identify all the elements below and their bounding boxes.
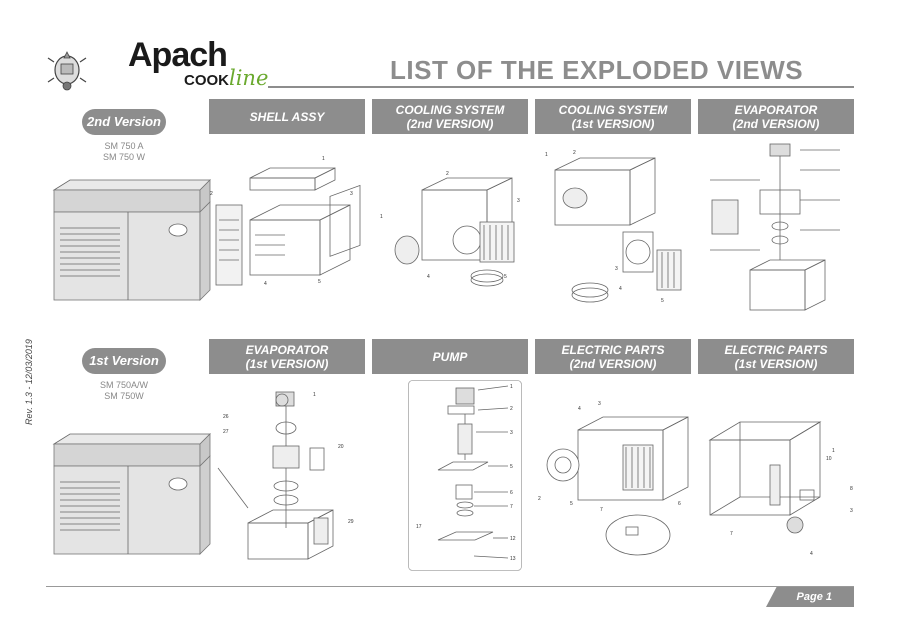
machine-image-1st (50, 432, 211, 563)
svg-text:3: 3 (615, 266, 618, 272)
svg-text:3: 3 (350, 191, 353, 197)
page-title: LIST OF THE EXPLODED VIEWS (390, 55, 804, 85)
evaporator-v2-drawing[interactable] (700, 140, 856, 335)
svg-text:5: 5 (504, 274, 507, 280)
section-cooling-v1[interactable]: COOLING SYSTEM (1st VERSION) (535, 99, 691, 134)
model-2nd-b: SM 750 W (102, 152, 145, 162)
svg-text:10: 10 (826, 456, 832, 462)
machine-image-2nd (50, 178, 211, 309)
section-cooling-v2[interactable]: COOLING SYSTEM (2nd VERSION) (372, 99, 528, 134)
svg-text:6: 6 (510, 490, 513, 496)
revision-label: Rev. 1.3 - 12/03/2019 (24, 339, 34, 425)
electric-v2-drawing[interactable]: 4 3 2 5 7 6 (538, 395, 694, 570)
svg-text:3: 3 (598, 401, 601, 407)
svg-text:5: 5 (318, 279, 321, 285)
svg-text:20: 20 (338, 444, 344, 450)
svg-text:7: 7 (600, 507, 603, 513)
svg-text:13: 13 (510, 556, 516, 562)
svg-text:12: 12 (510, 536, 516, 542)
svg-text:5: 5 (570, 501, 573, 507)
svg-text:4: 4 (264, 281, 267, 287)
svg-text:3: 3 (850, 508, 853, 514)
brand-logo-icon (44, 46, 90, 92)
section-shell-assy[interactable]: SHELL ASSY (209, 99, 365, 134)
svg-text:1: 1 (545, 152, 548, 158)
brand-name: Apach (128, 36, 228, 74)
page-number: Page 1 (766, 587, 854, 607)
svg-text:7: 7 (510, 504, 513, 510)
cooling-v1-drawing[interactable]: 1 2 3 4 5 (535, 150, 695, 325)
svg-text:2: 2 (538, 496, 541, 502)
svg-text:17: 17 (416, 524, 422, 530)
shell-assy-drawing[interactable]: 1 2 3 4 5 (210, 150, 370, 295)
svg-text:5: 5 (661, 298, 664, 304)
svg-text:4: 4 (810, 551, 813, 557)
model-1st-a: SM 750A/W (99, 380, 148, 390)
svg-text:4: 4 (578, 406, 581, 412)
evaporator-v1-drawing[interactable]: 26 27 1 20 29 (217, 388, 368, 573)
svg-text:6: 6 (678, 501, 681, 507)
svg-text:4: 4 (427, 274, 430, 280)
svg-text:26: 26 (223, 414, 229, 420)
section-pump[interactable]: PUMP (372, 339, 528, 374)
svg-text:7: 7 (730, 531, 733, 537)
version-badge-1st: 1st Version (82, 348, 166, 374)
version-badge-2nd: 2nd Version (82, 109, 166, 135)
svg-text:5: 5 (510, 464, 513, 470)
svg-text:1: 1 (832, 448, 835, 454)
svg-text:3: 3 (510, 430, 513, 436)
model-1st-b: SM 750W (104, 391, 144, 401)
svg-text:2: 2 (446, 171, 449, 177)
footer-divider (46, 586, 854, 587)
cooling-v2-drawing[interactable]: 1 2 3 4 5 (372, 150, 532, 295)
section-electric-v1[interactable]: ELECTRIC PARTS (1st VERSION) (698, 339, 854, 374)
svg-text:1: 1 (510, 384, 513, 390)
title-divider (268, 86, 854, 88)
svg-text:2: 2 (573, 150, 576, 156)
section-evaporator-v1[interactable]: EVAPORATOR (1st VERSION) (209, 339, 365, 374)
section-evaporator-v2[interactable]: EVAPORATOR (2nd VERSION) (698, 99, 854, 134)
svg-text:4: 4 (619, 286, 622, 292)
brand-cook: COOK (184, 72, 229, 89)
svg-text:1: 1 (380, 214, 383, 220)
svg-text:27: 27 (223, 429, 229, 435)
svg-text:29: 29 (348, 519, 354, 525)
svg-text:2: 2 (210, 191, 213, 197)
brand-line: line (229, 66, 269, 90)
model-2nd-a: SM 750 A (104, 141, 144, 151)
svg-text:1: 1 (322, 156, 325, 162)
section-electric-v2[interactable]: ELECTRIC PARTS (2nd VERSION) (535, 339, 691, 374)
svg-text:3: 3 (517, 198, 520, 204)
svg-text:8: 8 (850, 486, 853, 492)
svg-text:1: 1 (313, 392, 316, 398)
svg-text:2: 2 (510, 406, 513, 412)
